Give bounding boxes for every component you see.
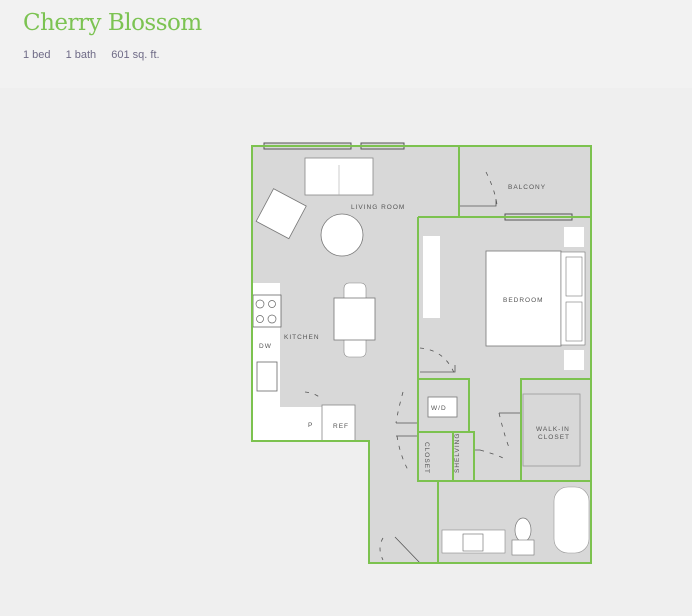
area: 601 sq. ft. <box>111 49 160 61</box>
washer-dryer <box>427 396 458 418</box>
label-shelving: SHELVING <box>454 433 461 473</box>
label-closet: CLOSET <box>423 442 430 474</box>
label-bedroom: BEDROOM <box>503 297 544 304</box>
walls <box>251 145 592 564</box>
armchair <box>255 188 307 240</box>
plan-meta: 1 bed 1 bath 601 sq. ft. <box>23 49 172 61</box>
beds: 1 bed <box>23 49 51 61</box>
label-kitchen: KITCHEN <box>284 334 320 341</box>
bathtub <box>553 486 590 554</box>
label-balcony: BALCONY <box>508 184 546 191</box>
label-pantry: P <box>308 422 313 429</box>
sink <box>256 361 278 392</box>
coffee-table <box>320 213 364 257</box>
stove <box>252 294 282 328</box>
refrigerator <box>321 404 356 442</box>
label-living-room: LIVING ROOM <box>351 204 405 211</box>
bed <box>485 250 562 347</box>
label-walk-in-closet: CLOSET <box>538 434 570 441</box>
label-walk-in: WALK-IN <box>536 426 570 433</box>
toilet <box>514 517 532 543</box>
plan-title: Cherry Blossom <box>23 10 202 36</box>
dining-table <box>333 297 376 341</box>
label-ref: REF <box>333 423 349 430</box>
header: Cherry Blossom 1 bed 1 bath 601 sq. ft. <box>0 0 692 88</box>
dresser <box>423 236 440 318</box>
nightstand <box>564 350 584 370</box>
nightstand <box>564 227 584 247</box>
label-dw: DW <box>259 343 272 350</box>
baths: 1 bath <box>65 49 97 61</box>
door-swings <box>304 171 511 561</box>
label-wd: W/D <box>431 405 447 412</box>
